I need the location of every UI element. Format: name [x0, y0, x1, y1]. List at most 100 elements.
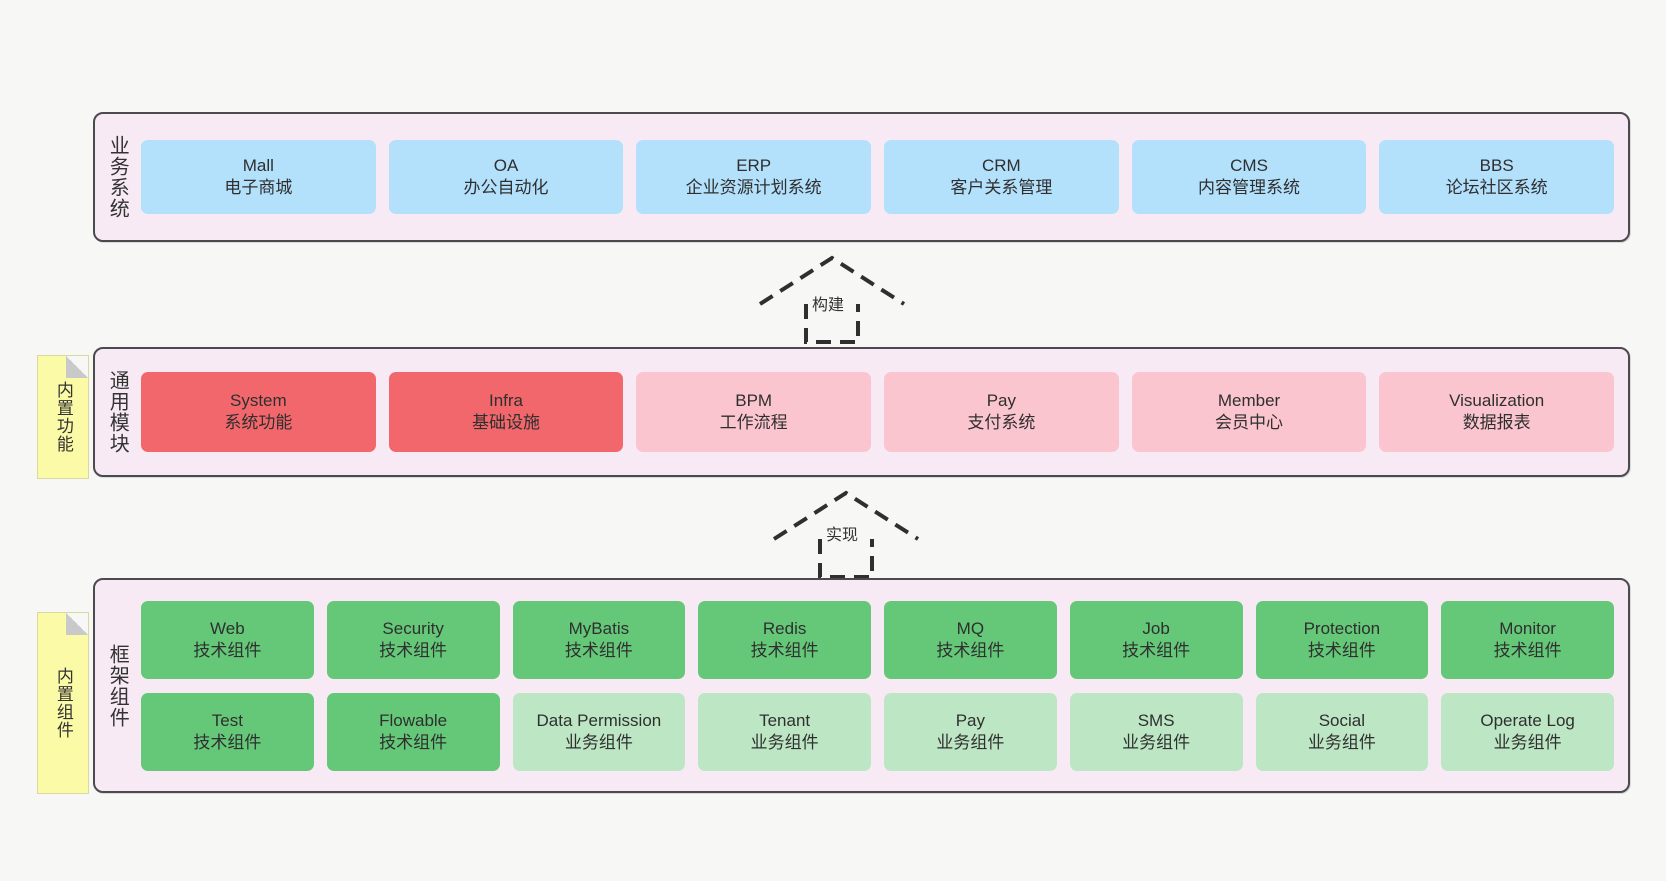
card-desc: 技术组件: [1493, 640, 1562, 660]
card-desc: 会员中心: [1215, 413, 1284, 432]
card-title: Redis: [762, 618, 807, 638]
card-row: Test 技术组件 Flowable 技术组件 Data Permission …: [141, 692, 1614, 771]
card-desc: 业务组件: [1493, 732, 1562, 752]
card-protection[interactable]: Protection 技术组件: [1255, 600, 1429, 679]
card-desc: 内容管理系统: [1198, 178, 1301, 197]
layer-body-framework-component: Web 技术组件 Security 技术组件 MyBatis 技术组件 Redi…: [139, 580, 1628, 791]
card-desc: 技术组件: [193, 640, 262, 660]
layer-body-common-module: System 系统功能 Infra 基础设施 BPM 工作流程 Pay 支付系统…: [139, 349, 1628, 475]
card-erp[interactable]: ERP 企业资源计划系统: [636, 140, 872, 214]
card-title: Monitor: [1499, 618, 1556, 638]
card-desc: 技术组件: [1122, 640, 1191, 660]
card-desc: 技术组件: [1307, 640, 1376, 660]
card-cms[interactable]: CMS 内容管理系统: [1131, 140, 1367, 214]
card-monitor[interactable]: Monitor 技术组件: [1441, 600, 1614, 679]
card-crm[interactable]: CRM 客户关系管理: [884, 140, 1119, 214]
card-data-permission[interactable]: Data Permission 业务组件: [512, 692, 686, 771]
layer-body-business-system: Mall 电子商城 OA 办公自动化 ERP 企业资源计划系统 CRM 客户关系…: [139, 114, 1628, 240]
card-system[interactable]: System 系统功能: [141, 372, 376, 452]
layer-common-module: 通用模块 System 系统功能 Infra 基础设施 BPM 工作流程 Pay…: [93, 347, 1630, 477]
card-desc: 技术组件: [564, 640, 633, 660]
card-sms[interactable]: SMS 业务组件: [1069, 692, 1243, 771]
card-mall[interactable]: Mall 电子商城: [141, 140, 376, 214]
card-desc: 技术组件: [936, 640, 1005, 660]
card-job[interactable]: Job 技术组件: [1069, 600, 1243, 679]
card-desc: 技术组件: [379, 640, 448, 660]
card-title: MQ: [956, 618, 985, 638]
card-desc: 技术组件: [379, 732, 448, 752]
card-title: BBS: [1479, 156, 1514, 176]
card-title: OA: [493, 156, 519, 176]
card-row: Web 技术组件 Security 技术组件 MyBatis 技术组件 Redi…: [141, 600, 1614, 679]
arrow-label-build: 构建: [812, 297, 845, 314]
card-title: Flowable: [379, 710, 448, 730]
card-infra[interactable]: Infra 基础设施: [388, 372, 624, 452]
card-desc: 业务组件: [1122, 732, 1191, 752]
card-title: Tenant: [759, 710, 811, 730]
card-pay-business[interactable]: Pay 业务组件: [884, 692, 1057, 771]
card-title: BPM: [735, 391, 773, 411]
card-row: Mall 电子商城 OA 办公自动化 ERP 企业资源计划系统 CRM 客户关系…: [141, 140, 1615, 214]
card-bbs[interactable]: BBS 论坛社区系统: [1379, 140, 1615, 214]
card-title: Data Permission: [536, 710, 662, 730]
layer-title-framework-component: 框架组件: [106, 643, 129, 728]
card-oa[interactable]: OA 办公自动化: [388, 140, 624, 214]
card-title: ERP: [736, 156, 772, 176]
card-title: Visualization: [1449, 391, 1545, 411]
card-mq[interactable]: MQ 技术组件: [884, 600, 1057, 679]
card-title: Social: [1318, 710, 1366, 730]
card-desc: 办公自动化: [463, 178, 549, 197]
card-desc: 数据报表: [1462, 413, 1531, 432]
card-flowable[interactable]: Flowable 技术组件: [326, 692, 500, 771]
card-web[interactable]: Web 技术组件: [141, 600, 314, 679]
card-desc: 企业资源计划系统: [685, 178, 822, 197]
sticky-note-builtin-component: 内置组件: [37, 612, 89, 794]
card-title: Test: [211, 710, 243, 730]
card-test[interactable]: Test 技术组件: [141, 692, 314, 771]
layer-framework-component: 框架组件 Web 技术组件 Security 技术组件 MyBatis 技术组件…: [93, 578, 1630, 793]
card-title: Member: [1217, 391, 1281, 411]
card-visualization[interactable]: Visualization 数据报表: [1379, 372, 1615, 452]
card-row: System 系统功能 Infra 基础设施 BPM 工作流程 Pay 支付系统…: [141, 372, 1615, 452]
card-member[interactable]: Member 会员中心: [1131, 372, 1367, 452]
card-social[interactable]: Social 业务组件: [1255, 692, 1429, 771]
card-title: MyBatis: [568, 618, 630, 638]
layer-title-common-module: 通用模块: [106, 370, 129, 454]
card-desc: 技术组件: [750, 640, 819, 660]
sticky-note-builtin-function: 内置功能: [37, 355, 89, 479]
card-desc: 系统功能: [224, 413, 293, 432]
card-desc: 业务组件: [564, 732, 633, 752]
layer-title-business-system: 业务系统: [106, 135, 129, 219]
card-pay[interactable]: Pay 支付系统: [884, 372, 1119, 452]
card-operate-log[interactable]: Operate Log 业务组件: [1441, 692, 1614, 771]
card-title: Protection: [1303, 618, 1381, 638]
card-title: SMS: [1137, 710, 1175, 730]
card-desc: 业务组件: [1307, 732, 1376, 752]
card-title: Pay: [955, 710, 986, 730]
card-desc: 客户关系管理: [950, 178, 1053, 197]
card-bpm[interactable]: BPM 工作流程: [636, 372, 872, 452]
card-mybatis[interactable]: MyBatis 技术组件: [512, 600, 686, 679]
card-tenant[interactable]: Tenant 业务组件: [698, 692, 871, 771]
card-desc: 业务组件: [936, 732, 1005, 752]
card-desc: 技术组件: [193, 732, 262, 752]
card-desc: 基础设施: [472, 413, 540, 432]
arrow-label-implement: 实现: [826, 527, 859, 544]
card-desc: 电子商城: [224, 178, 293, 197]
card-title: Operate Log: [1480, 710, 1575, 730]
card-desc: 支付系统: [967, 413, 1036, 432]
card-title: Job: [1142, 618, 1170, 638]
card-desc: 工作流程: [719, 413, 788, 432]
card-title: Pay: [986, 391, 1016, 411]
card-redis[interactable]: Redis 技术组件: [698, 600, 871, 679]
card-security[interactable]: Security 技术组件: [326, 600, 500, 679]
card-desc: 论坛社区系统: [1445, 178, 1548, 197]
card-title: Web: [210, 618, 245, 638]
card-title: System: [229, 391, 287, 411]
card-desc: 业务组件: [750, 732, 819, 752]
card-title: CRM: [981, 156, 1021, 176]
card-title: Infra: [488, 391, 524, 411]
card-title: Mall: [242, 156, 274, 176]
layer-business-system: 业务系统 Mall 电子商城 OA 办公自动化 ERP 企业资源计划系统 CRM…: [93, 112, 1630, 242]
